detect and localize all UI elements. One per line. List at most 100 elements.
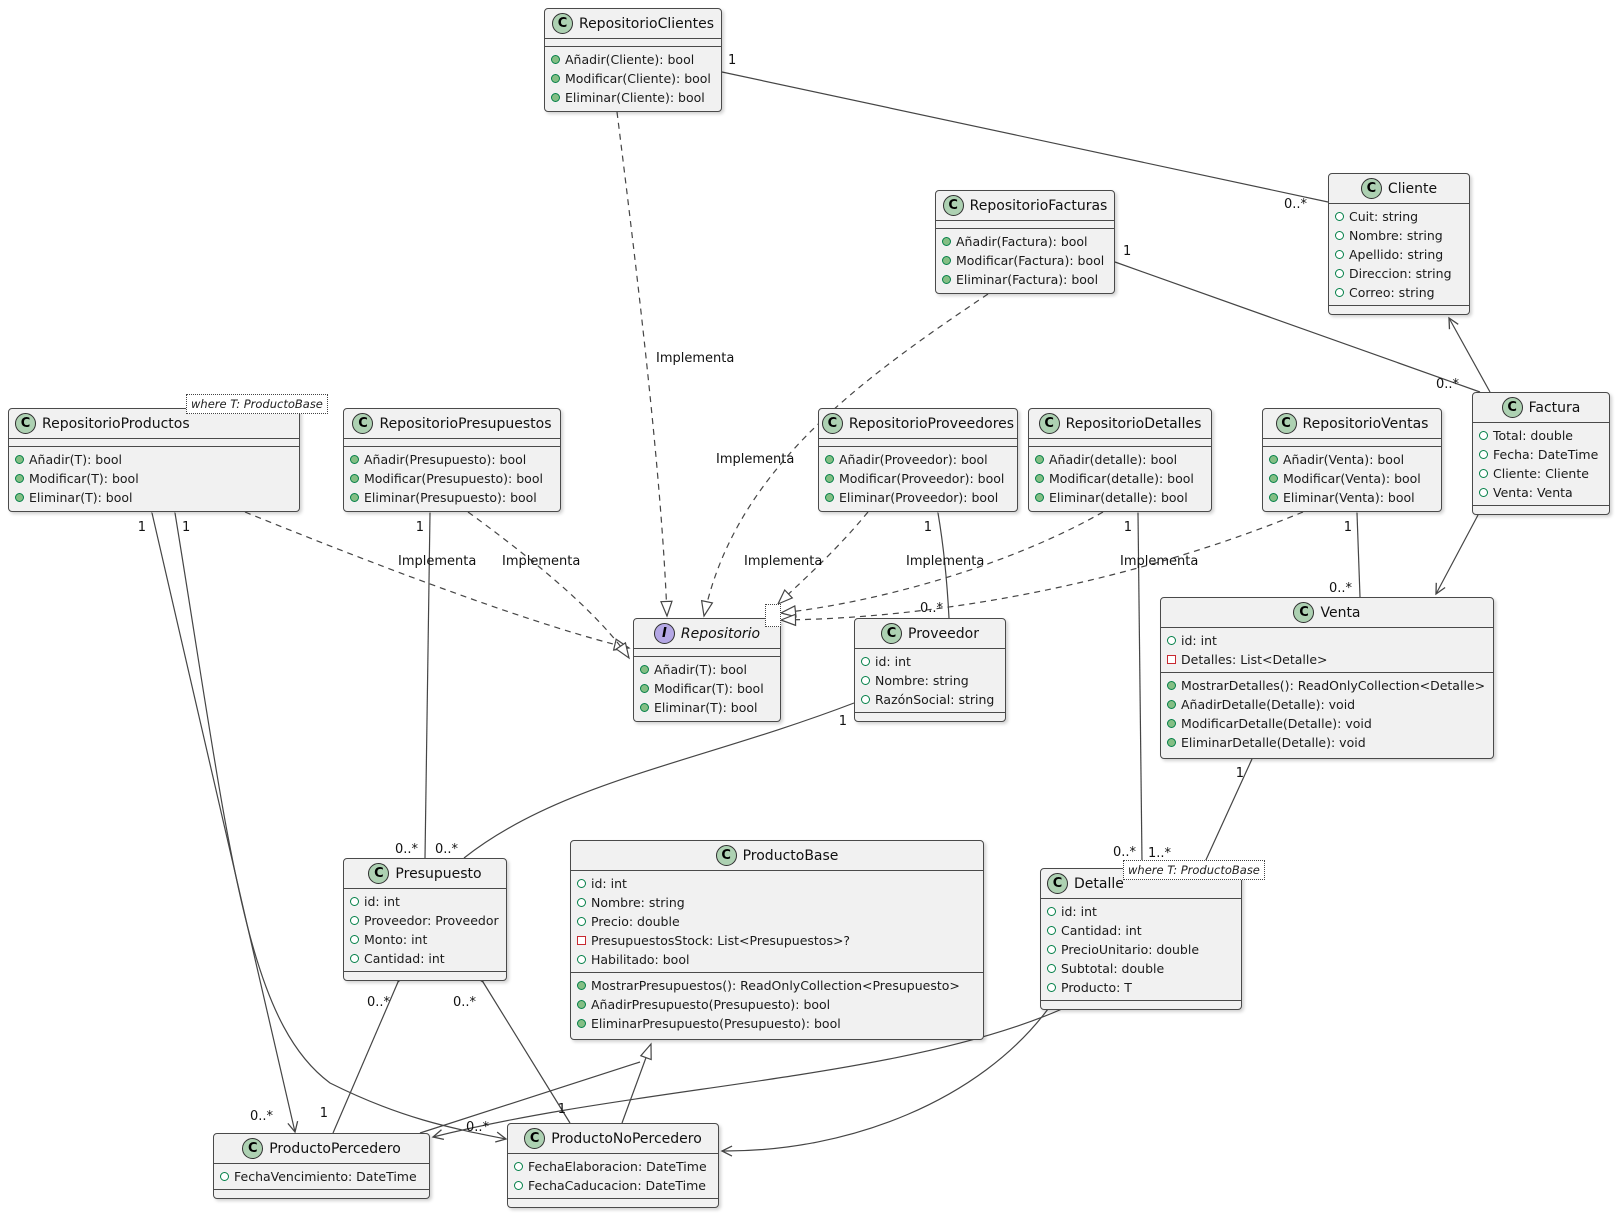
attribute-text: id: int <box>1061 904 1097 919</box>
public-field-icon <box>220 1172 229 1181</box>
multiplicity-label: 0..* <box>1284 197 1308 212</box>
attribute-row: RazónSocial: string <box>861 690 999 709</box>
multiplicity-label: 1..* <box>1148 846 1172 861</box>
method-row: Eliminar(Presupuesto): bool <box>350 488 554 507</box>
attribute-text: RazónSocial: string <box>875 692 995 707</box>
class-repositorio-facturas: C RepositorioFacturas Añadir(Factura): b… <box>935 190 1115 294</box>
attributes-section <box>936 221 1114 228</box>
attribute-text: Detalles: List<Detalle> <box>1181 652 1328 667</box>
multiplicity-label: 0..* <box>466 1120 490 1135</box>
class-icon: C <box>1501 397 1523 418</box>
method-text: Modificar(Factura): bool <box>956 253 1105 268</box>
private-field-icon <box>1167 655 1176 664</box>
public-method-icon <box>15 474 24 483</box>
method-row: Eliminar(detalle): bool <box>1035 488 1205 507</box>
attributes-section: id: int Nombre: string RazónSocial: stri… <box>855 649 1005 712</box>
multiplicity-label: 1 <box>558 1102 566 1117</box>
public-method-icon <box>640 665 649 674</box>
attribute-text: Habilitado: bool <box>591 952 690 967</box>
methods-section: MostrarPresupuestos(): ReadOnlyCollectio… <box>571 972 983 1036</box>
public-field-icon <box>1479 488 1488 497</box>
method-text: Eliminar(Factura): bool <box>956 272 1099 287</box>
public-field-icon <box>350 935 359 944</box>
attribute-text: Subtotal: double <box>1061 961 1165 976</box>
attribute-text: Venta: Venta <box>1493 485 1573 500</box>
multiplicity-label: 1 <box>320 1106 328 1121</box>
public-field-icon <box>1047 945 1056 954</box>
class-name: RepositorioFacturas <box>969 197 1108 214</box>
method-text: Eliminar(Presupuesto): bool <box>364 490 537 505</box>
attribute-row: Precio: double <box>577 912 977 931</box>
class-name: ProductoPercedero <box>269 1140 401 1157</box>
method-row: Modificar(Venta): bool <box>1269 469 1435 488</box>
class-title: C Detalle <box>1041 869 1241 899</box>
class-title: C RepositorioVentas <box>1263 409 1441 439</box>
attribute-row: Direccion: string <box>1335 264 1463 283</box>
public-method-icon <box>577 1000 586 1009</box>
attribute-row: id: int <box>861 652 999 671</box>
attribute-row: Habilitado: bool <box>577 950 977 969</box>
methods-section <box>1041 1000 1241 1008</box>
attribute-row: Monto: int <box>350 930 500 949</box>
public-method-icon <box>640 703 649 712</box>
attributes-section: id: int Proveedor: Proveedor Monto: int … <box>344 889 506 971</box>
class-icon: C <box>942 195 964 216</box>
public-method-icon <box>551 74 560 83</box>
public-field-icon <box>1047 983 1056 992</box>
method-row: Añadir(Venta): bool <box>1269 450 1435 469</box>
edge-repositorio-detalles-to-detalle <box>1133 495 1143 863</box>
private-field-icon <box>577 936 586 945</box>
method-row: MostrarDetalles(): ReadOnlyCollection<De… <box>1167 676 1487 695</box>
class-repositorio-clientes: C RepositorioClientes Añadir(Cliente): b… <box>544 8 722 112</box>
attribute-row: Producto: T <box>1047 978 1235 997</box>
method-row: Eliminar(Factura): bool <box>942 270 1108 289</box>
attributes-section: FechaElaboracion: DateTime FechaCaducaci… <box>508 1154 718 1198</box>
class-icon: C <box>1047 873 1068 894</box>
method-row: Modificar(Presupuesto): bool <box>350 469 554 488</box>
class-title: C RepositorioPresupuestos <box>344 409 560 439</box>
class-title: C Venta <box>1161 598 1493 628</box>
edge-producto-no-percedero-to-producto-base <box>621 1044 651 1124</box>
public-method-icon <box>1035 455 1044 464</box>
attribute-text: Total: double <box>1493 428 1573 443</box>
public-field-icon <box>577 898 586 907</box>
attribute-row: Proveedor: Proveedor <box>350 911 500 930</box>
public-method-icon <box>1035 474 1044 483</box>
attribute-text: Cantidad: int <box>1061 923 1142 938</box>
edge-venta-to-detalle <box>1204 742 1260 863</box>
method-row: Añadir(T): bool <box>15 450 293 469</box>
attribute-text: FechaElaboracion: DateTime <box>528 1159 707 1174</box>
multiplicity-label: 1 <box>416 520 424 535</box>
attribute-text: Correo: string <box>1349 285 1435 300</box>
method-row: Eliminar(Venta): bool <box>1269 488 1435 507</box>
class-title: C RepositorioDetalles <box>1029 409 1211 439</box>
method-row: EliminarPresupuesto(Presupuesto): bool <box>577 1014 977 1033</box>
method-row: Modificar(Proveedor): bool <box>825 469 1011 488</box>
class-icon: C <box>1293 602 1315 623</box>
public-field-icon <box>1167 636 1176 645</box>
method-row: ModificarDetalle(Detalle): void <box>1167 714 1487 733</box>
attributes-section: id: int Cantidad: int PrecioUnitario: do… <box>1041 899 1241 1000</box>
attribute-row: Cliente: Cliente <box>1479 464 1603 483</box>
edge-repositorio-presupuestos-implements <box>467 511 629 658</box>
attribute-text: id: int <box>364 894 400 909</box>
class-repositorio-productos: C RepositorioProductos Añadir(T): bool M… <box>8 408 300 512</box>
class-icon: C <box>1275 413 1297 434</box>
class-name: RepositorioDetalles <box>1065 415 1202 432</box>
public-field-icon <box>514 1181 523 1190</box>
edge-repositorio-clientes-implements <box>616 111 667 616</box>
edge-repositorio-ventas-to-venta <box>1352 495 1362 598</box>
method-row: MostrarPresupuestos(): ReadOnlyCollectio… <box>577 976 977 995</box>
edge-proveedor-to-presupuesto <box>463 695 871 859</box>
attribute-row: Detalles: List<Detalle> <box>1167 650 1487 669</box>
method-text: Eliminar(Cliente): bool <box>565 90 705 105</box>
class-icon: C <box>1360 178 1382 199</box>
class-title: C ProductoNoPercedero <box>508 1124 718 1154</box>
multiplicity-label: 1 <box>728 53 736 68</box>
multiplicity-label: 1 <box>138 520 146 535</box>
method-text: AñadirPresupuesto(Presupuesto): bool <box>591 997 831 1012</box>
method-row: AñadirDetalle(Detalle): void <box>1167 695 1487 714</box>
attribute-row: FechaVencimiento: DateTime <box>220 1167 423 1186</box>
class-detalle: C Detalle id: int Cantidad: int PrecioUn… <box>1040 868 1242 1010</box>
public-method-icon <box>551 93 560 102</box>
